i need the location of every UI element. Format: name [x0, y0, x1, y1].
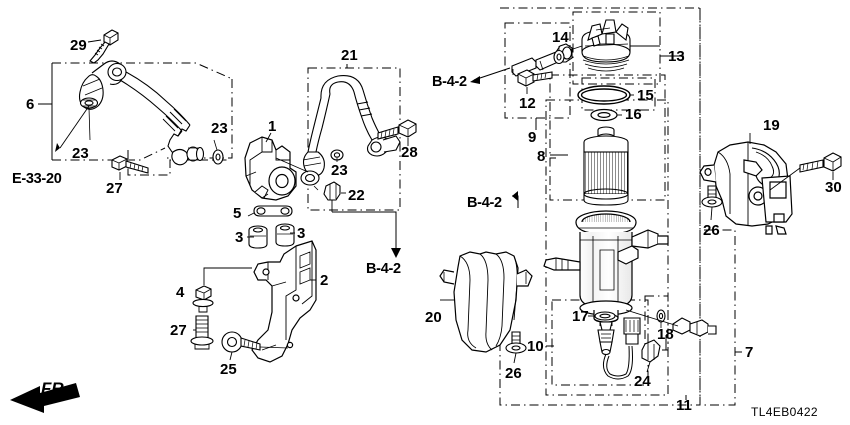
part-8-fuel-filter-element — [550, 126, 629, 206]
part-6-fuel-hose-assembly — [55, 29, 224, 166]
callout-3-left: 3 — [235, 229, 244, 246]
part-30-bolt — [769, 152, 842, 191]
part-26-bolt-b — [701, 185, 723, 221]
group-boundaries — [51, 7, 736, 406]
part-22-clamp — [323, 181, 341, 212]
callout-17: 17 — [572, 308, 589, 325]
part-4-bolt — [192, 267, 252, 313]
part-19-fuel-filter-bracket — [699, 133, 793, 235]
part-26-bolt-a — [505, 331, 527, 364]
part-11-fuel-filter-housing — [543, 210, 669, 326]
callout-30: 30 — [825, 179, 842, 196]
part-27-flange-bolt-a — [111, 155, 149, 180]
reference-b-4-2-mid[interactable]: B-4-2 — [467, 195, 502, 211]
reference-b-4-2-top[interactable]: B-4-2 — [432, 74, 467, 90]
part-28-bolt — [377, 119, 417, 146]
callout-7: 7 — [745, 344, 754, 361]
part-20-filter-cover — [439, 251, 533, 353]
callout-16: 16 — [625, 106, 642, 123]
part-12-bolt — [517, 69, 553, 94]
callout-22: 22 — [348, 187, 365, 204]
part-14-washer — [553, 46, 565, 65]
part-7-joint-fitting — [625, 309, 717, 337]
callout-21: 21 — [341, 47, 358, 64]
callout-4: 4 — [176, 284, 185, 301]
part-29-bolt — [89, 29, 119, 64]
callout-24: 24 — [634, 373, 651, 390]
callout-26-right: 26 — [703, 222, 720, 239]
callout-leader-bars — [38, 55, 742, 400]
reference-b-4-2-bottom[interactable]: B-4-2 — [366, 261, 401, 277]
callout-3-right: 3 — [297, 225, 306, 242]
callout-26-left: 26 — [505, 365, 522, 382]
callout-28: 28 — [401, 144, 418, 161]
callout-5: 5 — [233, 205, 242, 222]
callout-25: 25 — [220, 361, 237, 378]
part-5-pump-gasket — [247, 205, 293, 217]
callout-20: 20 — [425, 309, 442, 326]
part-21-fuel-feed-hose — [275, 75, 401, 212]
part-13-fuel-filter-cap — [569, 19, 660, 72]
callout-14: 14 — [552, 29, 569, 46]
part-1-high-pressure-fuel-pump — [244, 132, 297, 201]
diagram-code: TL4EB0422 — [751, 405, 818, 419]
part-17-o-ring — [588, 311, 616, 321]
callout-6: 6 — [26, 96, 35, 113]
part-3-collar-b — [275, 223, 295, 247]
callout-15: 15 — [637, 87, 654, 104]
callout-27-upper: 27 — [106, 180, 123, 197]
part-18-washer — [656, 309, 666, 328]
part-15-o-ring — [577, 85, 634, 105]
callout-10: 10 — [527, 338, 544, 355]
callout-12: 12 — [519, 95, 536, 112]
callout-8: 8 — [537, 148, 546, 165]
callout-2: 2 — [320, 272, 329, 289]
part-27-flange-bolt-b — [190, 315, 214, 350]
part-24-clip — [641, 339, 661, 373]
callout-23-left: 23 — [72, 145, 89, 162]
part-2-fuel-pump-bracket — [251, 240, 317, 363]
callout-27-lower: 27 — [170, 322, 187, 339]
callout-19: 19 — [763, 117, 780, 134]
callout-9: 9 — [528, 129, 537, 146]
callout-29: 29 — [70, 37, 87, 54]
callout-23-center: 23 — [331, 162, 348, 179]
reference-e-33-20[interactable]: E-33-20 — [12, 171, 62, 187]
part-10-fuel-sensor-assembly — [597, 317, 641, 380]
callout-13: 13 — [668, 48, 685, 65]
front-direction-arrow — [10, 383, 80, 413]
part-16-o-ring — [590, 108, 622, 122]
callout-23-right: 23 — [211, 120, 228, 137]
callout-18: 18 — [657, 326, 674, 343]
callout-1: 1 — [268, 118, 277, 135]
part-3-collar-a — [248, 225, 268, 249]
callout-11: 11 — [676, 397, 692, 414]
part-25-bolt — [221, 331, 289, 361]
front-direction-label: FR. — [41, 379, 69, 398]
